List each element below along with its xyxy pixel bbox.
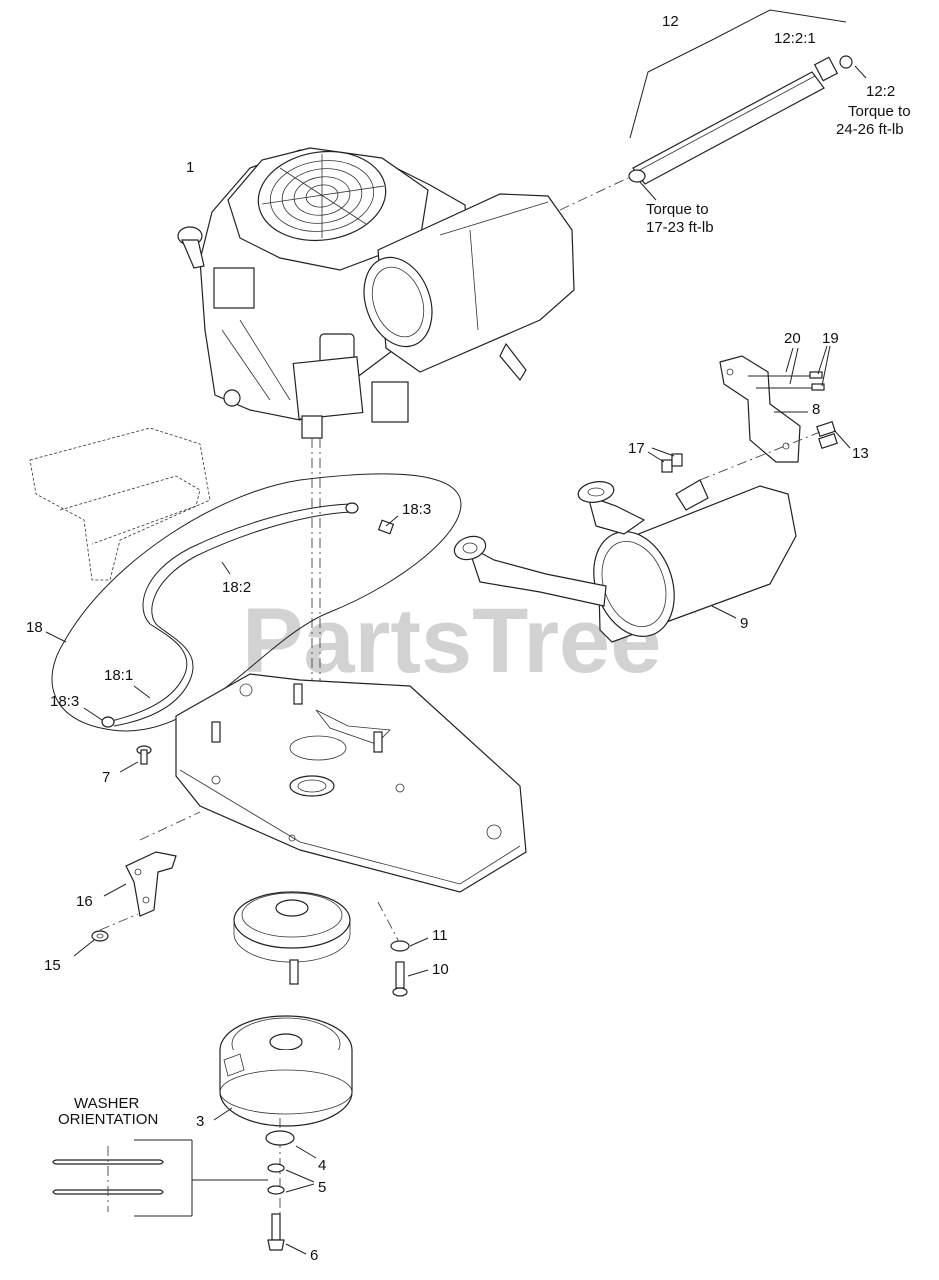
callout-20: 20 xyxy=(784,330,801,347)
washer-orientation-line1: WASHER xyxy=(74,1095,139,1112)
washer-orientation-detail xyxy=(52,1139,268,1217)
callout-13: 13 xyxy=(852,445,869,462)
callout-10: 10 xyxy=(432,961,449,978)
callout-15: 15 xyxy=(44,957,61,974)
callout-6: 6 xyxy=(310,1247,318,1264)
clutch-bracket-part xyxy=(103,811,201,917)
torque-note-top-line2: 24-26 ft-lb xyxy=(836,121,904,138)
pin-part xyxy=(119,745,152,773)
torque-note-mid-line1: Torque to xyxy=(646,201,709,218)
muffler-part xyxy=(453,447,797,643)
callout-5: 5 xyxy=(318,1179,326,1196)
torque-note-top-line1: Torque to xyxy=(848,103,911,120)
callout-12-2-1: 12:2:1 xyxy=(774,30,816,47)
fuel-line-part xyxy=(45,473,462,732)
nut-part xyxy=(73,913,139,957)
washer-orientation-line2: ORIENTATION xyxy=(58,1111,158,1128)
callout-19: 19 xyxy=(822,330,839,347)
drive-shaft-part xyxy=(559,9,867,211)
callout-12-2: 12:2 xyxy=(866,83,895,100)
callout-9: 9 xyxy=(740,615,748,632)
callout-18-3-bottom: 18:3 xyxy=(50,693,79,710)
callout-18-2: 18:2 xyxy=(222,579,251,596)
clutch-part xyxy=(213,1015,353,1127)
callout-18-3-top: 18:3 xyxy=(402,501,431,518)
washer-bolt-part xyxy=(377,901,429,997)
callout-3: 3 xyxy=(196,1113,204,1130)
engine-part xyxy=(177,147,575,439)
callout-1: 1 xyxy=(186,159,194,176)
callout-7: 7 xyxy=(102,769,110,786)
torque-note-mid-line2: 17-23 ft-lb xyxy=(646,219,714,236)
callout-18-1: 18:1 xyxy=(104,667,133,684)
callout-17: 17 xyxy=(628,440,645,457)
callout-12: 12 xyxy=(662,13,679,30)
clutch-hardware-part xyxy=(265,1118,317,1255)
callout-16: 16 xyxy=(76,893,93,910)
engine-deck-plate xyxy=(175,673,527,893)
callout-18: 18 xyxy=(26,619,43,636)
callout-11: 11 xyxy=(432,927,448,944)
pulley-part xyxy=(233,891,351,985)
muffler-bracket-part xyxy=(699,345,851,481)
callout-4: 4 xyxy=(318,1157,326,1174)
callout-8: 8 xyxy=(812,401,820,418)
frame-outline xyxy=(29,427,211,581)
